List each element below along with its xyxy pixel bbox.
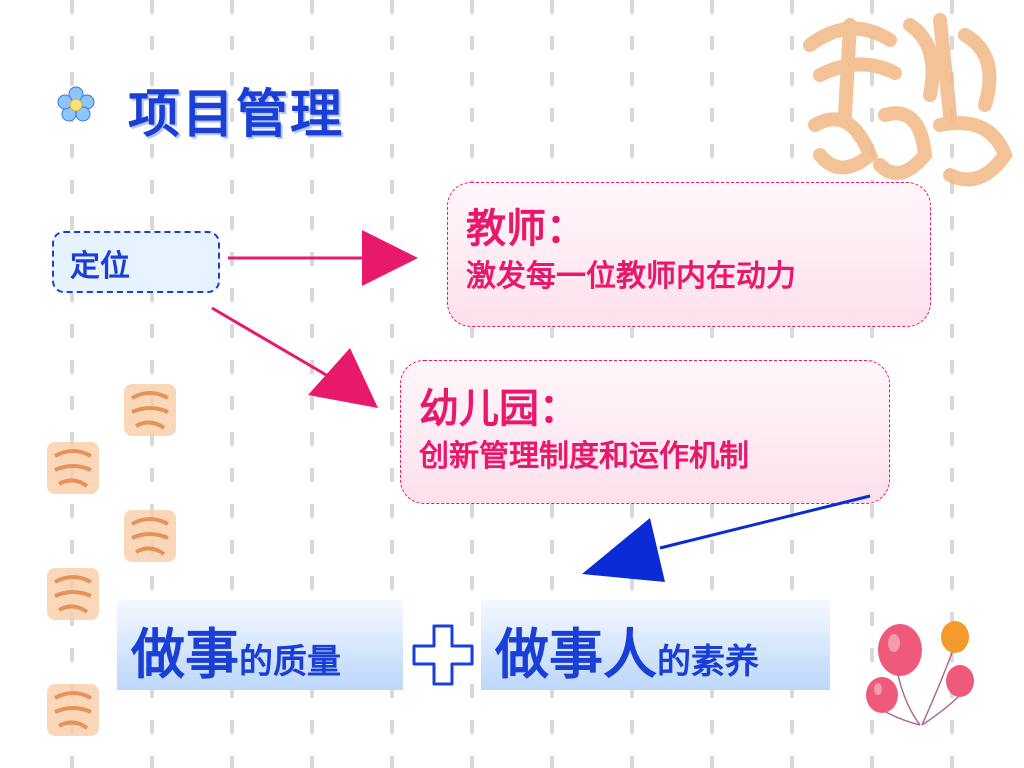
auspicious-stamp-icon xyxy=(124,510,176,562)
balloons-icon xyxy=(866,621,974,726)
literacy-bar: 做事人的素养 xyxy=(481,600,830,690)
plus-icon xyxy=(412,624,474,686)
quality-small-text: 的质量 xyxy=(239,642,341,682)
teacher-text: 激发每一位教师内在动力 xyxy=(466,259,796,294)
arrow-to-teacher-head xyxy=(362,230,418,286)
literacy-small-text: 的素养 xyxy=(657,642,759,682)
arrow-to-bottom-head xyxy=(582,518,665,582)
kindergarten-heading: 幼儿园： xyxy=(419,386,579,432)
auspicious-stamp-icon xyxy=(47,684,99,736)
auspicious-stamp-icon xyxy=(47,442,99,494)
position-box: 定位 xyxy=(52,231,220,293)
page-title: 项目管理 xyxy=(128,85,345,145)
kindergarten-text: 创新管理制度和运作机制 xyxy=(419,439,749,474)
literacy-big-text: 做事人 xyxy=(495,623,657,686)
arrow-to-bottom xyxy=(659,494,871,550)
auspicious-stamp-icon xyxy=(124,384,176,436)
teacher-heading: 教师： xyxy=(466,206,586,252)
flower-icon xyxy=(57,86,95,122)
teacher-box: 教师： 激发每一位教师内在动力 xyxy=(447,182,931,327)
quality-bar: 做事的质量 xyxy=(117,600,403,690)
arrow-to-kindergarten xyxy=(211,306,329,378)
kindergarten-box: 幼儿园： 创新管理制度和运作机制 xyxy=(400,360,890,504)
auspicious-stamp-icon xyxy=(803,13,1013,187)
auspicious-stamp-icon xyxy=(47,568,99,620)
quality-big-text: 做事 xyxy=(131,623,239,686)
arrow-to-kindergarten-head xyxy=(308,348,378,408)
position-label: 定位 xyxy=(70,249,130,284)
